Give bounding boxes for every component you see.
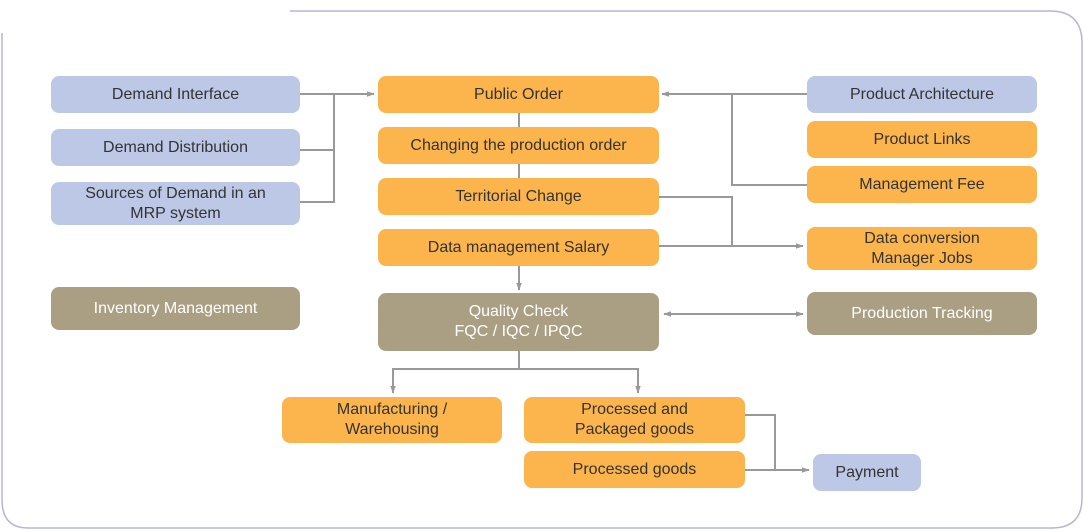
- node-processed-goods: Processed goods: [524, 451, 745, 488]
- node-demand-interface: Demand Interface: [51, 76, 300, 113]
- node-production-tracking: Production Tracking: [807, 292, 1037, 335]
- node-processed-packaged-goods: Processed and Packaged goods: [524, 397, 745, 443]
- node-data-management-salary: Data management Salary: [378, 229, 659, 266]
- node-data-conversion: Data conversion Manager Jobs: [807, 227, 1037, 270]
- node-demand-distribution: Demand Distribution: [51, 129, 300, 166]
- node-payment: Payment: [813, 454, 921, 491]
- node-sources-of-demand: Sources of Demand in an MRP system: [51, 182, 300, 225]
- node-product-architecture: Product Architecture: [807, 76, 1037, 113]
- node-manufacturing-warehousing: Manufacturing / Warehousing: [282, 397, 502, 443]
- node-public-order: Public Order: [378, 76, 659, 113]
- frame-border: [1, 10, 1083, 529]
- node-inventory-management: Inventory Management: [51, 287, 300, 330]
- node-territorial-change: Territorial Change: [378, 178, 659, 215]
- node-product-links: Product Links: [807, 121, 1037, 158]
- node-quality-check: Quality Check FQC / IQC / IPQC: [378, 293, 659, 351]
- node-changing-production-order: Changing the production order: [378, 127, 659, 164]
- node-management-fee: Management Fee: [807, 166, 1037, 203]
